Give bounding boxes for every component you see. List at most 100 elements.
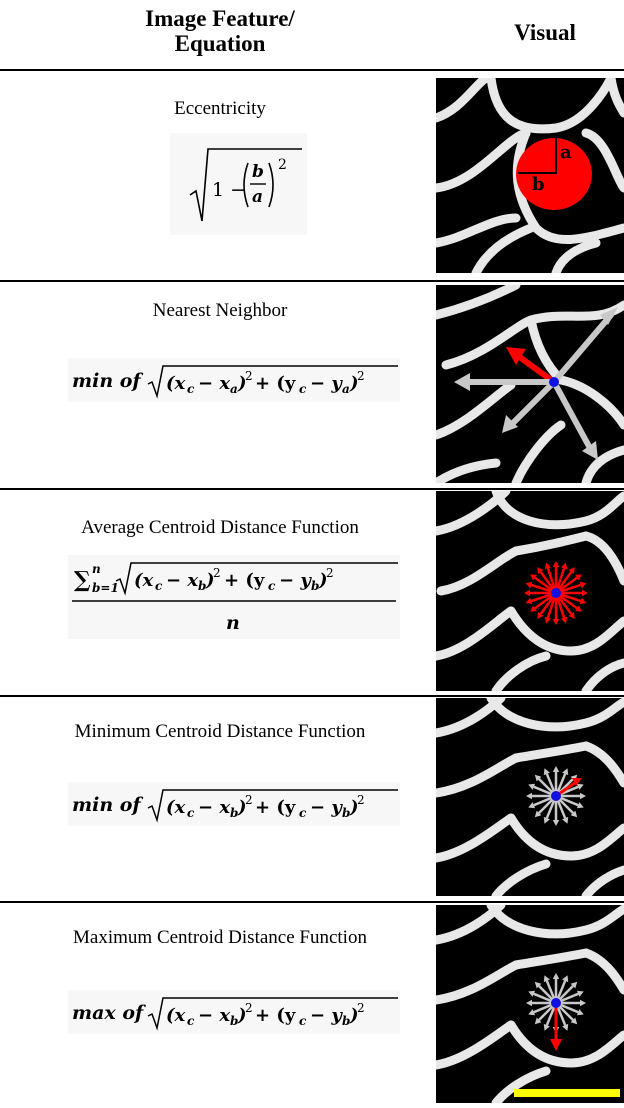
visual-column-header: Visual xyxy=(514,20,576,45)
svg-text:c: c xyxy=(187,806,195,820)
radial-arrow-head xyxy=(534,774,542,782)
cell-image-minimum-centroid xyxy=(431,693,624,901)
svg-text:+ (y: + (y xyxy=(255,1005,296,1026)
svg-text:− x: − x xyxy=(198,1005,230,1026)
svg-text:a: a xyxy=(342,382,350,396)
svg-text:): ) xyxy=(318,570,328,591)
svg-text:c: c xyxy=(155,579,163,593)
svg-text:+ (y: + (y xyxy=(224,570,265,591)
radial-arrow-head xyxy=(543,768,550,776)
radial-arrow-head xyxy=(580,792,586,800)
radial-arrow-head xyxy=(543,816,550,824)
radial-arrow-head xyxy=(568,567,575,574)
svg-text:n: n xyxy=(226,612,240,634)
svg-text:− y: − y xyxy=(310,797,343,818)
radial-arrow-head xyxy=(562,816,569,824)
svg-text:c: c xyxy=(268,579,276,593)
svg-text:1 −: 1 − xyxy=(212,179,246,201)
svg-text:min of: min of xyxy=(72,370,143,392)
radial-arrow-head xyxy=(530,605,537,612)
micrograph-minimum-centroid xyxy=(431,693,624,901)
feature-label-eccentricity: Eccentricity xyxy=(174,98,266,119)
radial-arrow-head xyxy=(528,802,536,809)
radial-arrow-head xyxy=(534,1017,542,1025)
svg-text:(x: (x xyxy=(166,1005,186,1026)
svg-text:− y: − y xyxy=(310,1005,343,1026)
scale-bar xyxy=(514,1089,620,1097)
radial-arrow-head xyxy=(526,792,532,800)
svg-text:b: b xyxy=(311,579,319,593)
svg-text:b: b xyxy=(198,579,206,593)
radial-arrow-head xyxy=(534,981,542,989)
svg-text:b: b xyxy=(342,1014,350,1028)
svg-text:c: c xyxy=(299,382,307,396)
svg-text:): ) xyxy=(349,1005,359,1026)
feature-label-nearest-neighbor: Nearest Neighbor xyxy=(152,300,288,321)
radial-arrow-head xyxy=(537,612,544,619)
radial-arrow-head xyxy=(582,589,588,597)
radial-arrow-head xyxy=(528,783,536,790)
divider xyxy=(0,488,624,490)
svg-text:2: 2 xyxy=(245,793,253,807)
radial-arrow-head xyxy=(570,810,578,818)
svg-text:− y: − y xyxy=(279,570,312,591)
svg-text:− x: − x xyxy=(198,797,230,818)
svg-text:): ) xyxy=(349,373,359,394)
svg-text:− x: − x xyxy=(166,570,198,591)
feature-label-minimum-centroid: Minimum Centroid Distance Function xyxy=(74,721,366,742)
svg-text:2: 2 xyxy=(357,369,365,383)
feature-label-maximum-centroid: Maximum Centroid Distance Function xyxy=(73,927,367,948)
svg-text:a: a xyxy=(252,187,263,207)
radial-arrow-head xyxy=(552,619,560,625)
svg-text:): ) xyxy=(237,797,247,818)
radial-arrow-head xyxy=(576,783,584,790)
feature-column-header: Image Feature/ Equation xyxy=(90,6,350,56)
radial-arrow-head xyxy=(543,1023,550,1031)
svg-text:c: c xyxy=(299,1014,307,1028)
svg-text:2: 2 xyxy=(326,566,334,580)
radial-arrow-head xyxy=(570,1017,578,1025)
svg-text:2: 2 xyxy=(357,793,365,807)
svg-text:): ) xyxy=(349,797,359,818)
svg-text:): ) xyxy=(237,1005,247,1026)
cell-image-maximum-centroid xyxy=(431,900,624,1108)
radial-arrow-head xyxy=(562,768,569,776)
radial-arrow-head xyxy=(537,567,544,574)
radial-arrow-head xyxy=(576,802,584,809)
equation-average-centroid: ∑ n b=1 (x c − x b ) 2 + (y c − y b ) 2 … xyxy=(68,555,400,639)
svg-text:(x: (x xyxy=(134,570,154,591)
micrograph-maximum-centroid xyxy=(431,900,624,1108)
radial-arrow-head xyxy=(526,999,532,1007)
radial-arrow-head xyxy=(560,562,568,570)
micrograph-eccentricity: a b xyxy=(431,73,624,278)
svg-text:b: b xyxy=(230,806,238,820)
svg-text:b: b xyxy=(342,806,350,820)
label-b: b xyxy=(532,174,545,195)
svg-text:): ) xyxy=(205,570,215,591)
radial-arrow-head xyxy=(570,981,578,989)
radial-arrow-head xyxy=(534,810,542,818)
radial-arrow-head xyxy=(575,574,582,581)
cell-image-average-centroid xyxy=(431,486,624,696)
equation-maximum-centroid: max of (x c − x b ) 2 + (y c − y b ) 2 xyxy=(68,990,400,1034)
equation-nearest-neighbor: min of (x c − x a ) 2 + (y c − y a ) 2 xyxy=(68,358,400,402)
radial-arrow-head xyxy=(579,581,587,589)
radial-arrow-head xyxy=(525,581,533,589)
svg-text:b: b xyxy=(252,162,264,182)
radial-arrow-head xyxy=(560,616,568,624)
radial-arrow-head xyxy=(562,1023,569,1031)
svg-text:b=1: b=1 xyxy=(92,581,119,595)
radial-arrow-head xyxy=(576,990,584,997)
radial-arrow-head xyxy=(530,574,537,581)
svg-text:c: c xyxy=(187,382,195,396)
radial-arrow-head xyxy=(544,616,552,624)
micrograph-average-centroid xyxy=(431,486,624,696)
radial-arrow-head xyxy=(552,820,560,826)
feature-header-line1: Image Feature/ xyxy=(145,6,295,31)
svg-text:c: c xyxy=(187,1014,195,1028)
svg-text:− y: − y xyxy=(310,373,343,394)
table-header: Image Feature/ Equation Visual xyxy=(0,0,624,70)
divider xyxy=(0,280,624,282)
svg-text:− x: − x xyxy=(198,373,230,394)
svg-text:a: a xyxy=(230,382,238,396)
